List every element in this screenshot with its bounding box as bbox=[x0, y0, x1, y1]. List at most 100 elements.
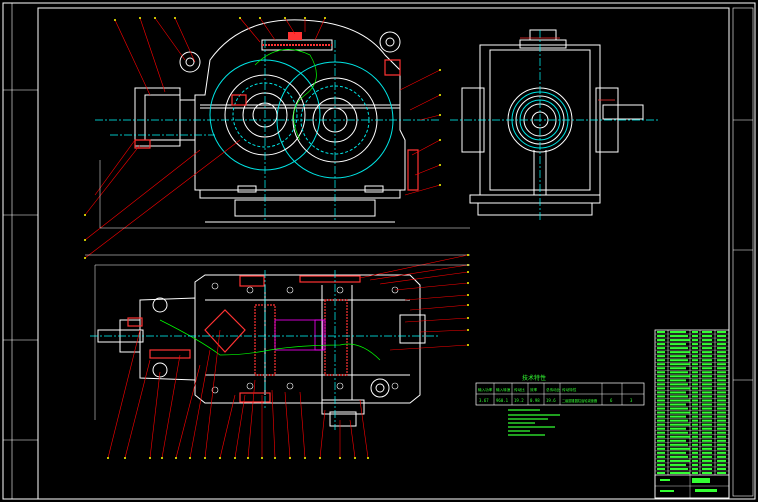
parts-cell-text bbox=[692, 343, 698, 346]
technical-table-title: 技术特性 bbox=[522, 374, 546, 382]
parts-cell-text bbox=[692, 431, 698, 434]
breather-icon bbox=[261, 32, 333, 51]
parts-cell-text bbox=[717, 371, 726, 374]
parts-cell-text bbox=[717, 355, 726, 358]
parts-cell-text bbox=[657, 455, 665, 458]
parts-cell-text bbox=[657, 375, 665, 378]
parts-list bbox=[654, 329, 730, 499]
parts-cell-text bbox=[657, 363, 665, 366]
parts-cell-text bbox=[692, 335, 698, 338]
parts-cell-text bbox=[670, 387, 690, 390]
parts-cell-text bbox=[702, 467, 712, 470]
parts-cell-text bbox=[657, 395, 665, 398]
parts-cell-text bbox=[717, 463, 726, 466]
parts-cell-text bbox=[657, 435, 665, 438]
parts-cell-text bbox=[670, 467, 688, 470]
tech-cell-3: 0.98 bbox=[530, 398, 540, 403]
parts-cell-text bbox=[702, 367, 712, 370]
parts-cell-text bbox=[670, 407, 688, 410]
tech-cell-2: 19.2 bbox=[514, 398, 524, 403]
parts-cell-text bbox=[657, 331, 665, 334]
parts-cell-text bbox=[702, 403, 712, 406]
technical-table: 技术特性 输入功率 输入转速 传动比 效率 总传动比 传动特性 3.67 960… bbox=[475, 374, 645, 406]
tech-header-0: 输入功率 bbox=[478, 387, 493, 392]
parts-cell-text bbox=[692, 367, 698, 370]
parts-cell-text bbox=[717, 467, 726, 470]
parts-cell-text bbox=[717, 443, 726, 446]
plan-gear-fill bbox=[274, 319, 326, 351]
tech-cell-5: 二级圆锥圆柱齿轮减速器 bbox=[562, 398, 598, 403]
parts-cell-text bbox=[702, 459, 712, 462]
parts-cell-text bbox=[657, 467, 665, 470]
parts-cell-text bbox=[692, 423, 698, 426]
parts-cell-text bbox=[670, 455, 688, 458]
parts-cell-text bbox=[717, 439, 726, 442]
parts-cell-text bbox=[717, 395, 726, 398]
parts-cell-text bbox=[670, 335, 688, 338]
parts-cell-text bbox=[692, 391, 698, 394]
parts-cell-text bbox=[702, 407, 712, 410]
parts-cell-text bbox=[702, 343, 712, 346]
parts-cell-text bbox=[670, 371, 688, 374]
parts-cell-text bbox=[692, 463, 698, 466]
parts-cell-text bbox=[692, 407, 698, 410]
parts-cell-text bbox=[692, 395, 698, 398]
parts-cell-text bbox=[717, 343, 726, 346]
parts-cell-text bbox=[670, 375, 690, 378]
parts-cell-text bbox=[692, 351, 698, 354]
parts-cell-text bbox=[702, 379, 712, 382]
tech-header-1: 输入转速 bbox=[496, 387, 511, 392]
parts-cell-text bbox=[657, 387, 665, 390]
parts-cell-text bbox=[670, 359, 688, 362]
parts-cell-text bbox=[657, 355, 665, 358]
parts-cell-text bbox=[717, 419, 726, 422]
parts-cell-text bbox=[692, 435, 698, 438]
parts-cell-text bbox=[692, 375, 698, 378]
parts-cell-text bbox=[702, 339, 712, 342]
parts-cell-text bbox=[657, 347, 665, 350]
parts-cell-text bbox=[717, 459, 726, 462]
parts-cell-text bbox=[702, 435, 712, 438]
front-gear-circles bbox=[209, 59, 394, 179]
front-view bbox=[84, 17, 470, 259]
parts-cell-text bbox=[692, 363, 698, 366]
parts-cell-text bbox=[717, 335, 726, 338]
parts-cell-text bbox=[670, 399, 690, 402]
parts-cell-text bbox=[692, 383, 698, 386]
tech-header-4: 总传动比 bbox=[546, 387, 561, 392]
parts-cell-text bbox=[692, 439, 698, 442]
parts-cell-text bbox=[670, 435, 690, 438]
parts-cell-text bbox=[670, 403, 686, 406]
parts-cell-text bbox=[702, 387, 712, 390]
parts-cell-text bbox=[670, 331, 686, 334]
parts-cell-text bbox=[657, 383, 665, 386]
parts-cell-text bbox=[670, 451, 686, 454]
parts-cell-text bbox=[657, 451, 665, 454]
parts-cell-text bbox=[717, 359, 726, 362]
side-view bbox=[450, 29, 660, 220]
parts-cell-text bbox=[670, 367, 686, 370]
parts-cell-text bbox=[657, 471, 665, 474]
parts-cell-text bbox=[692, 471, 698, 474]
tech-header-3: 效率 bbox=[530, 387, 538, 392]
parts-cell-text bbox=[670, 459, 690, 462]
parts-cell-text bbox=[717, 387, 726, 390]
parts-cell-text bbox=[702, 451, 712, 454]
parts-cell-text bbox=[670, 419, 688, 422]
parts-cell-text bbox=[692, 359, 698, 362]
parts-cell-text bbox=[717, 339, 726, 342]
parts-cell-text bbox=[657, 443, 665, 446]
parts-cell-text bbox=[702, 375, 712, 378]
parts-cell-text bbox=[702, 331, 712, 334]
parts-cell-text bbox=[717, 383, 726, 386]
parts-cell-text bbox=[717, 447, 726, 450]
parts-cell-text bbox=[657, 459, 665, 462]
parts-cell-text bbox=[717, 367, 726, 370]
parts-cell-text bbox=[657, 427, 665, 430]
parts-cell-text bbox=[702, 447, 712, 450]
parts-cell-text bbox=[717, 391, 726, 394]
parts-cell-text bbox=[692, 379, 698, 382]
parts-cell-text bbox=[702, 419, 712, 422]
parts-cell-text bbox=[702, 351, 712, 354]
tech-header-2: 传动比 bbox=[514, 387, 525, 392]
